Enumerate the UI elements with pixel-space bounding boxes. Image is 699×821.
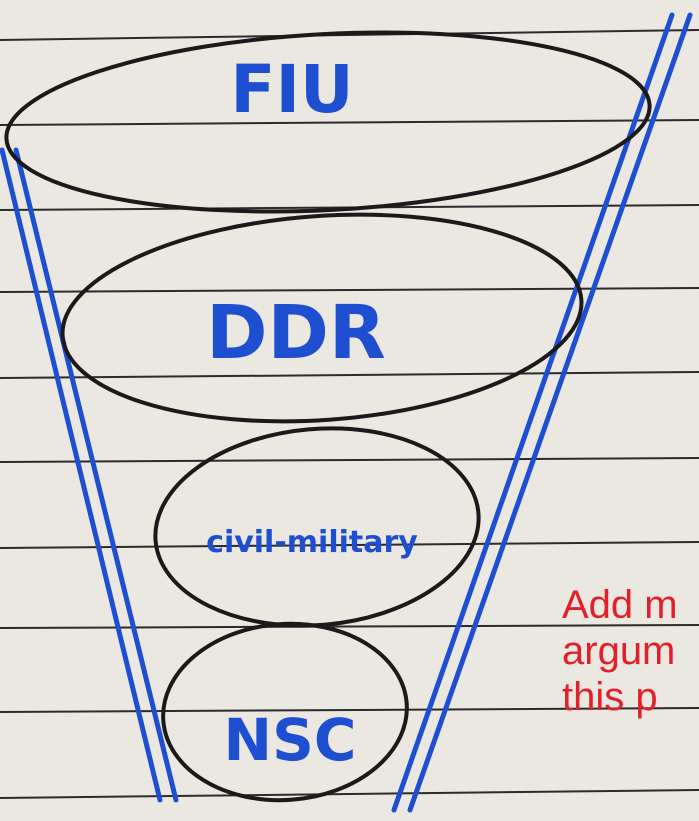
label-ddr: DDR bbox=[206, 290, 386, 376]
funnel-right-inner-line bbox=[391, 12, 675, 813]
overlay-note: Add m argum this p bbox=[562, 582, 699, 720]
overlay-note-line: Add m bbox=[562, 583, 678, 627]
ellipse-ddr bbox=[60, 212, 584, 424]
ruled-line bbox=[0, 707, 699, 713]
level-ellipses bbox=[4, 30, 652, 803]
ruled-line bbox=[0, 789, 699, 799]
ellipse-civil-military bbox=[153, 426, 481, 628]
overlay-note-line: this p bbox=[562, 675, 658, 719]
ellipse-nsc bbox=[161, 621, 409, 803]
funnel-left-outer-line bbox=[0, 147, 163, 803]
ruled-line bbox=[0, 287, 699, 293]
label-civil-military: civil-military bbox=[206, 525, 418, 560]
ruled-line bbox=[0, 457, 699, 463]
overlay-note-line: argum bbox=[562, 629, 676, 673]
ruled-line bbox=[0, 371, 699, 379]
label-fiu: FIU bbox=[230, 51, 353, 128]
funnel-left-inner-line bbox=[13, 147, 179, 803]
label-nsc: NSC bbox=[224, 706, 357, 774]
ruled-line bbox=[0, 541, 699, 549]
funnel-outline bbox=[0, 12, 693, 813]
ruled-line bbox=[0, 119, 699, 126]
ellipse-fiu bbox=[4, 30, 652, 214]
funnel-right-outer-line bbox=[407, 12, 693, 813]
